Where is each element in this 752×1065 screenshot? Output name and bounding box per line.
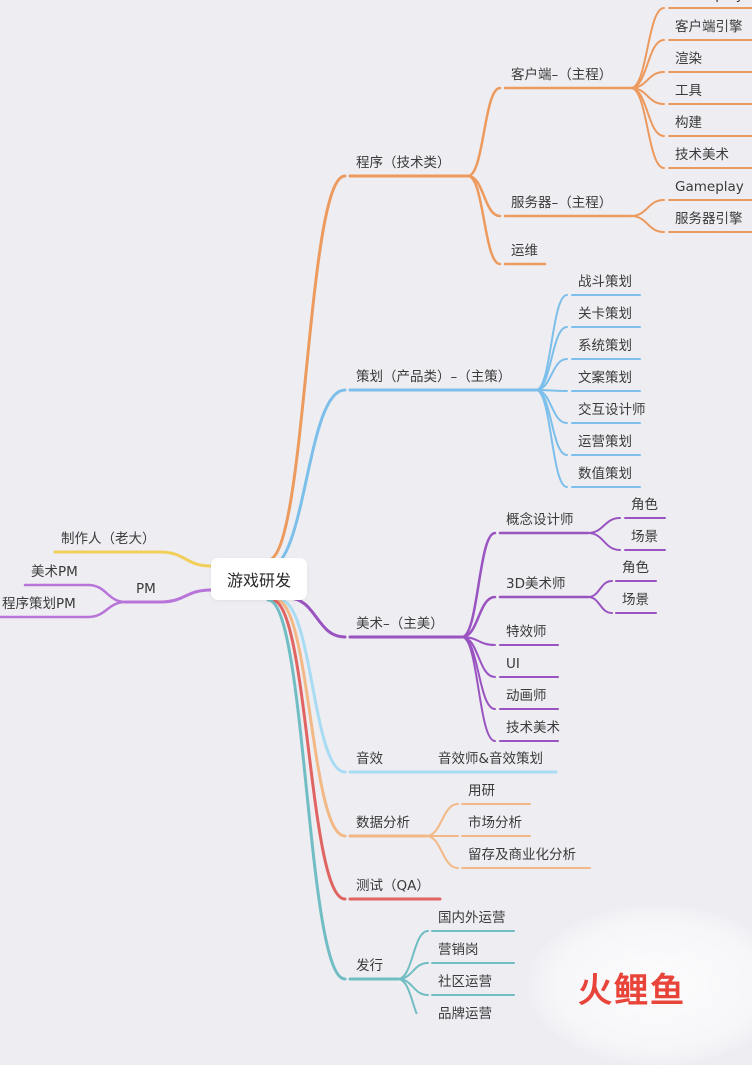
edge-3d-item [587, 596, 613, 614]
node-client-item[interactable]: 渲染 [675, 51, 702, 67]
edge-3d [460, 595, 497, 639]
node-design-item[interactable]: 系统策划 [578, 338, 632, 354]
edge-data-item [425, 803, 459, 837]
node-client-item[interactable]: 客户端引擎 [675, 19, 743, 35]
edge-3d-item [587, 580, 613, 598]
node-client-item[interactable]: 构建 [675, 115, 702, 131]
node-publish-item[interactable]: 社区运营 [438, 974, 492, 990]
edge-data [274, 598, 347, 838]
edge-client [466, 86, 502, 178]
node-server-item[interactable]: 服务器引擎 [675, 211, 743, 227]
node-publish-item[interactable]: 营销岗 [438, 942, 479, 958]
node-3d-item[interactable]: 场景 [622, 592, 649, 608]
edge-program [266, 174, 347, 562]
node-art[interactable]: 美术–（主美） [356, 616, 444, 632]
node-data-item[interactable]: 市场分析 [468, 815, 522, 831]
edge-ops [466, 174, 502, 266]
edge-server-item [630, 199, 665, 217]
node-publish-item[interactable]: 品牌运营 [438, 1006, 492, 1022]
edge-server-item [630, 215, 665, 233]
edge-concept-item [587, 532, 621, 551]
node-audio[interactable]: 音效 [356, 751, 383, 767]
node-pm[interactable]: PM [136, 581, 156, 597]
node-design-item[interactable]: 运营策划 [578, 434, 632, 450]
edge-client-item [630, 7, 665, 89]
mindmap-connectors [0, 7, 752, 1014]
node-3d-item[interactable]: 角色 [622, 560, 649, 576]
node-3d[interactable]: 3D美术师 [506, 576, 566, 592]
node-data-item[interactable]: 用研 [468, 783, 495, 799]
node-design-item[interactable]: 战斗策划 [578, 274, 632, 290]
node-server[interactable]: 服务器–（主程） [511, 195, 613, 211]
node-art-item[interactable]: 特效师 [506, 624, 547, 640]
edge-art-item [461, 636, 496, 710]
edge-design [266, 388, 347, 570]
node-design[interactable]: 策划（产品类）–（主策） [356, 369, 512, 385]
node-concept[interactable]: 概念设计师 [506, 512, 574, 528]
node-audio-item[interactable]: 音效师&音效策划 [438, 751, 544, 767]
edge-client-item [630, 87, 665, 169]
watermark-logo: 火鲤鱼 [578, 971, 686, 1011]
node-design-item[interactable]: 文案策划 [578, 370, 632, 386]
node-client-item[interactable]: 工具 [675, 83, 702, 99]
node-prog-pm[interactable]: 程序策划PM [2, 596, 76, 612]
node-client-item[interactable]: Gameplay [675, 0, 744, 4]
node-data[interactable]: 数据分析 [356, 815, 410, 831]
edge-data-item [425, 835, 459, 869]
node-art-item[interactable]: 技术美术 [506, 720, 560, 736]
node-concept-item[interactable]: 角色 [631, 497, 658, 513]
node-client[interactable]: 客户端–（主程） [511, 67, 613, 83]
edge-audio [278, 598, 347, 774]
edge-concept [460, 531, 497, 639]
edge-publish-item [397, 978, 418, 1014]
edge-server [466, 174, 502, 218]
node-design-item[interactable]: 关卡策划 [578, 306, 632, 322]
node-art-item[interactable]: 动画师 [506, 688, 547, 704]
edge-concept-item [587, 517, 621, 534]
node-art-pm[interactable]: 美术PM [31, 564, 78, 580]
node-publish[interactable]: 发行 [356, 958, 383, 974]
node-publish-item[interactable]: 国内外运营 [438, 910, 506, 926]
edge-art-item [461, 636, 496, 742]
edge-pm [158, 588, 213, 604]
node-art-item[interactable]: UI [506, 656, 520, 672]
edge-publish [266, 598, 347, 981]
node-concept-item[interactable]: 场景 [631, 529, 658, 545]
node-producer[interactable]: 制作人（老大） [61, 531, 156, 547]
node-server-item[interactable]: Gameplay [675, 179, 744, 195]
node-qa[interactable]: 测试（QA） [356, 878, 430, 894]
node-design-item[interactable]: 数值策划 [578, 466, 632, 482]
edge-qa [270, 598, 347, 901]
edge-design-item [535, 389, 568, 488]
edge-art-pm [86, 583, 128, 604]
node-program[interactable]: 程序（技术类） [356, 155, 451, 171]
edge-prog-pm [86, 600, 128, 619]
edge-producer [158, 550, 213, 568]
node-ops[interactable]: 运维 [511, 243, 538, 259]
node-client-item[interactable]: 技术美术 [675, 147, 729, 163]
node-design-item[interactable]: 交互设计师 [578, 402, 646, 418]
node-data-item[interactable]: 留存及商业化分析 [468, 847, 576, 863]
root-node[interactable]: 游戏研发 [211, 558, 307, 600]
